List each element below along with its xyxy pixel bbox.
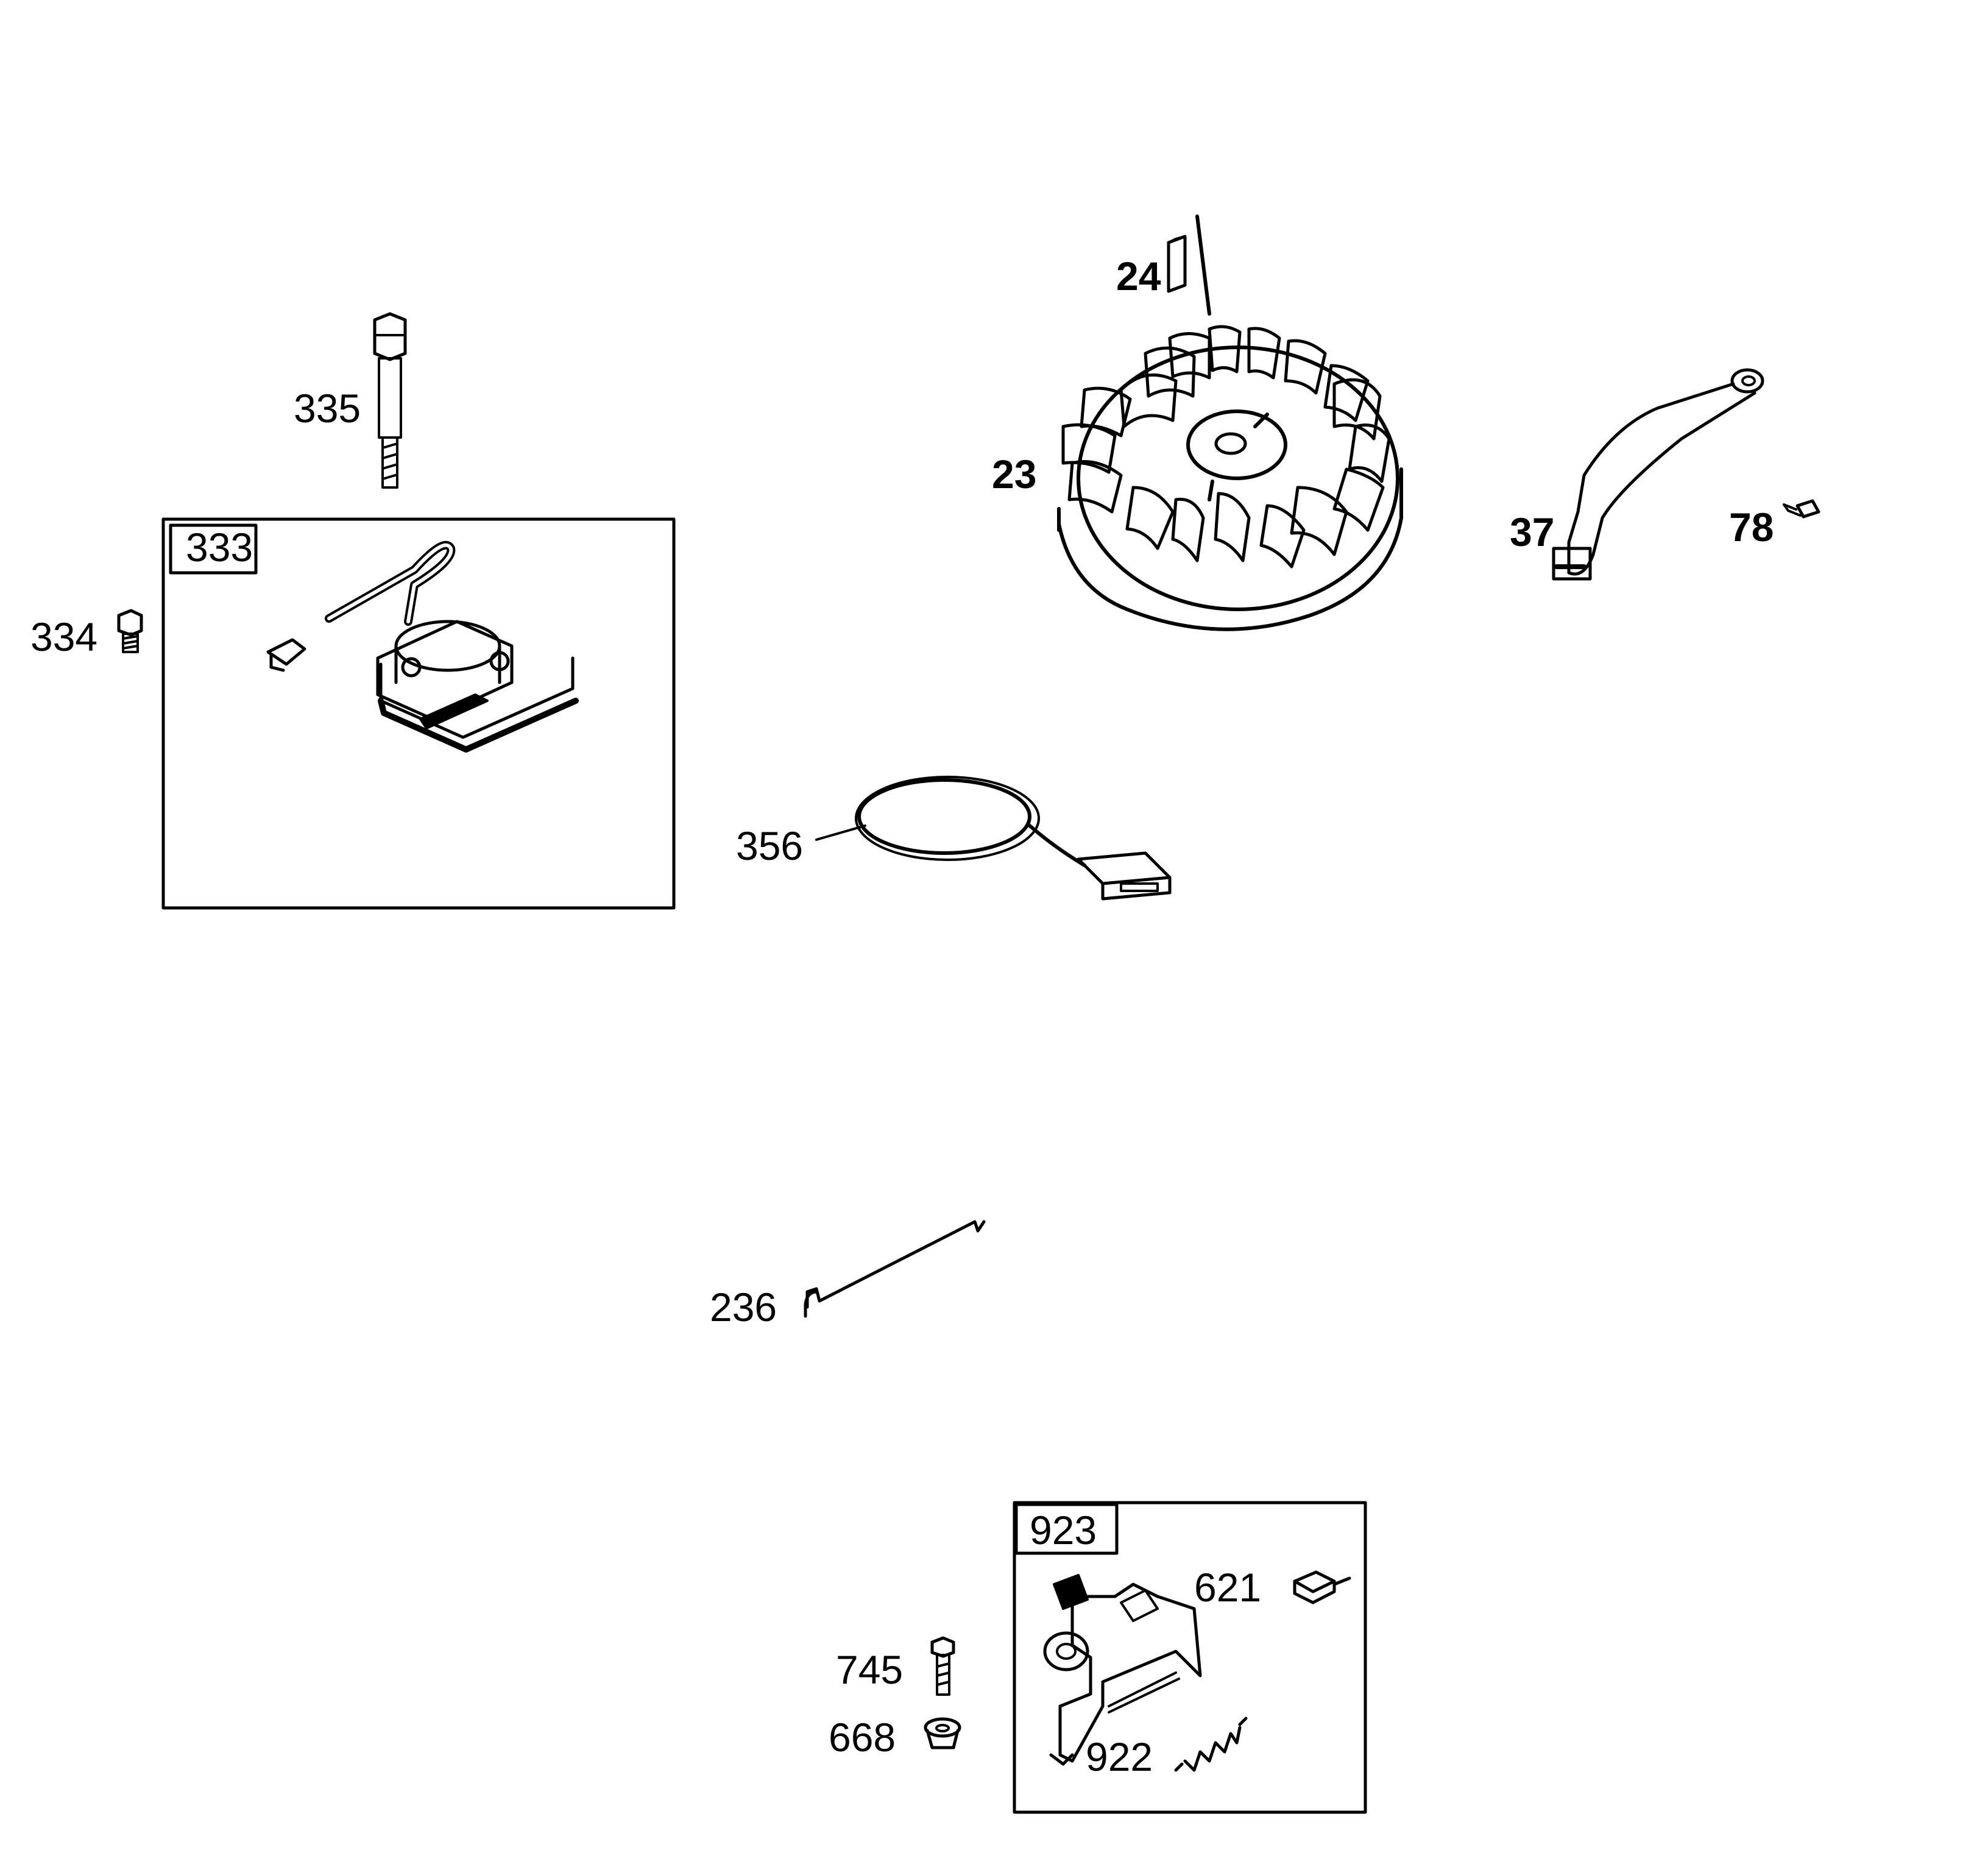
- flywheel-key-part[interactable]: [1167, 214, 1211, 316]
- clip-part[interactable]: [1293, 1570, 1351, 1604]
- screw-334-part[interactable]: [117, 609, 143, 653]
- callout-78: 78: [1729, 505, 1774, 550]
- callout-37: 37: [1510, 509, 1555, 555]
- link-part[interactable]: [804, 1220, 986, 1318]
- callout-236: 236: [710, 1285, 777, 1330]
- callout-333: 333: [186, 525, 253, 570]
- callout-23: 23: [992, 452, 1037, 497]
- callout-334: 334: [30, 614, 98, 659]
- callout-923: 923: [1030, 1508, 1097, 1553]
- bushing-part[interactable]: [924, 1717, 961, 1749]
- stop-switch-wire-part[interactable]: [815, 776, 1172, 901]
- callout-922: 922: [1086, 1734, 1153, 1779]
- callout-745: 745: [836, 1647, 904, 1692]
- screw-78-part[interactable]: [1783, 499, 1820, 519]
- screw-745-part[interactable]: [930, 1636, 955, 1696]
- callout-668: 668: [829, 1715, 896, 1760]
- callout-621: 621: [1194, 1565, 1262, 1610]
- ground-wire-part[interactable]: [1552, 368, 1764, 581]
- flywheel-part[interactable]: [1057, 325, 1403, 631]
- armature-part[interactable]: [161, 517, 676, 910]
- callout-356: 356: [736, 823, 804, 868]
- screw-335-part[interactable]: [373, 312, 407, 489]
- spring-part[interactable]: [1174, 1717, 1248, 1772]
- control-bracket-part[interactable]: [1013, 1501, 1367, 1814]
- callout-335: 335: [294, 386, 361, 431]
- callout-24: 24: [1116, 253, 1161, 299]
